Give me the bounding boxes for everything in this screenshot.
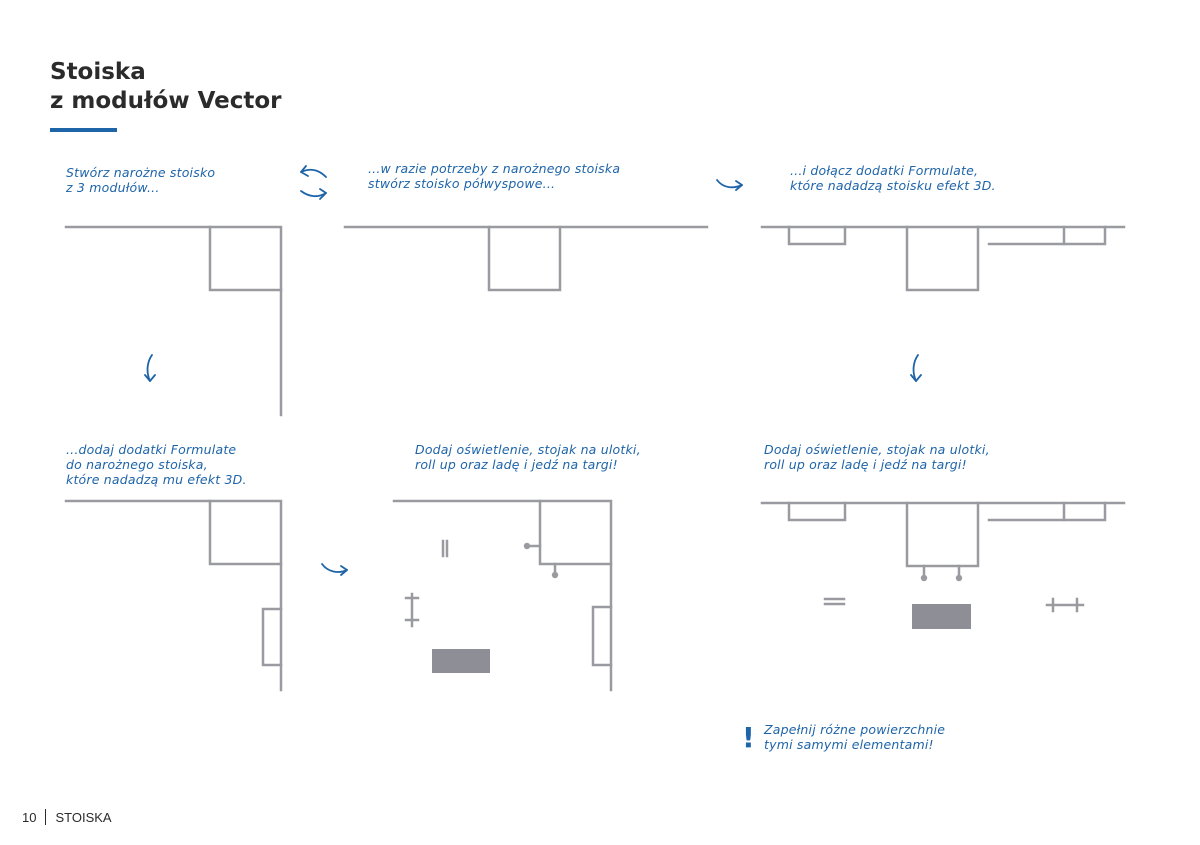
step-2-note: ...w razie potrzeby z narożnego stoiska … [368, 161, 620, 191]
title-underline [50, 128, 117, 132]
step-1-line-1: Stwórz narożne stoisko [66, 165, 216, 180]
step-4-line-1: ...dodaj dodatki Formulate [66, 442, 237, 457]
right-arrow-icon [321, 563, 348, 576]
swap-arrows-icon [300, 165, 327, 200]
counter-block [912, 604, 971, 629]
down-arrow-icon [144, 354, 156, 382]
spotlight-dot [551, 571, 559, 579]
plan-corner-equipped [392, 499, 613, 692]
page-title: Stoiska z modułów Vector [50, 58, 282, 116]
page-title-line-1: Stoiska [50, 59, 146, 85]
counter-block [432, 649, 490, 673]
spotlight-dot [523, 542, 531, 550]
page-number: 10 [22, 809, 37, 825]
step-4-note: ...dodaj dodatki Formulate do narożnego … [66, 442, 247, 487]
down-arrow-icon [910, 354, 922, 382]
plan-corner-booth [64, 225, 283, 417]
step-5-line-1: Dodaj oświetlenie, stojak na ulotki, [415, 442, 641, 457]
step-5-line-2: roll up oraz ladę i jedź na targi! [415, 457, 618, 472]
tip-note: Zapełnij różne powierzchnie tymi samymi … [764, 722, 945, 752]
section-name: STOISKA [55, 809, 112, 825]
step-2-line-1: ...w razie potrzeby z narożnego stoiska [368, 161, 621, 176]
step-4-line-3: które nadadzą mu efekt 3D. [66, 472, 247, 487]
plan-peninsula-booth [343, 225, 709, 292]
page-footer: 10 STOISKA [22, 809, 112, 825]
spotlight-dot [955, 574, 963, 582]
exclamation-icon: ! [742, 721, 755, 754]
step-6-line-1: Dodaj oświetlenie, stojak na ulotki, [764, 442, 990, 457]
step-1-line-2: z 3 modułów... [66, 180, 160, 195]
step-3-line-1: ...i dołącz dodatki Formulate, [790, 163, 979, 178]
step-1-note: Stwórz narożne stoisko z 3 modułów... [66, 165, 215, 195]
tip-line-1: Zapełnij różne powierzchnie [764, 722, 946, 737]
step-2-line-2: stwórz stoisko półwyspowe... [368, 176, 556, 191]
step-3-line-2: które nadadzą stoisku efekt 3D. [790, 178, 996, 193]
step-6-line-2: roll up oraz ladę i jedź na targi! [764, 457, 967, 472]
step-5-note: Dodaj oświetlenie, stojak na ulotki, rol… [415, 442, 641, 472]
plan-peninsula-formulate [760, 225, 1126, 292]
right-arrow-icon [716, 179, 743, 191]
spotlight-dot [920, 574, 928, 582]
footer-divider [45, 809, 47, 825]
step-4-line-2: do narożnego stoiska, [66, 457, 208, 472]
step-6-note: Dodaj oświetlenie, stojak na ulotki, rol… [764, 442, 990, 472]
page-title-line-2: z modułów Vector [50, 88, 282, 114]
plan-corner-formulate [64, 499, 283, 692]
tip-line-2: tymi samymi elementami! [764, 737, 934, 752]
step-3-note: ...i dołącz dodatki Formulate, które nad… [790, 163, 996, 193]
plan-peninsula-equipped [760, 501, 1126, 613]
